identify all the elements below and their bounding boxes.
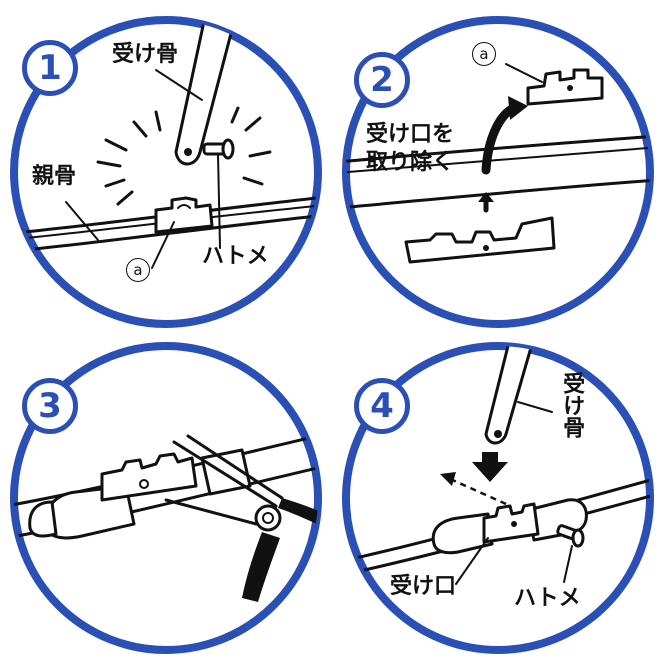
- step-4-ring: [342, 342, 654, 654]
- ukeguchi-part: [482, 502, 540, 544]
- pliers-jaw-bottom: [164, 498, 258, 526]
- hatome-label: ハトメ: [514, 586, 581, 611]
- step-1-illustration: [10, 16, 322, 328]
- step-2-panel: 2 受け口を 取り除く a: [338, 12, 658, 332]
- step-1-number-badge: 1: [22, 40, 78, 96]
- step-3-panel: 3: [6, 338, 326, 658]
- step-4-panel: 4 受け骨 受け口 ハトメ: [338, 338, 658, 658]
- ukeguchi-on-rib: [404, 216, 556, 264]
- small-up-arrow: [478, 192, 494, 202]
- pliers-handle: [242, 532, 280, 602]
- marker-a: a: [126, 258, 150, 282]
- oya-hone-label: 親骨: [32, 164, 77, 189]
- step-2-illustration: [342, 16, 654, 328]
- ukeguchi-label: 受け口: [390, 574, 457, 599]
- instruction-line-2: 取り除く: [366, 150, 455, 175]
- step-2-number-badge: 2: [354, 52, 410, 108]
- down-arrow: [472, 452, 508, 482]
- step-1-ring: [10, 16, 322, 328]
- uke-hone-label: 受け骨: [559, 372, 585, 438]
- step-4-illustration: [342, 342, 654, 654]
- instruction-line-1: 受け口を: [366, 122, 455, 147]
- oya-hone-rib-bottom: [14, 213, 318, 254]
- ukeguchi-part: [154, 196, 214, 234]
- step-4-number-badge: 4: [354, 378, 410, 434]
- pliers-jaw-top: [172, 440, 278, 508]
- uke-hone-stretcher: [484, 346, 534, 445]
- step-3-ring: [10, 342, 322, 654]
- uke-hone-stretcher: [174, 20, 236, 166]
- marker-a: a: [472, 42, 496, 66]
- oya-hone-rib-top: [346, 134, 650, 164]
- uke-hone-label: 受け骨: [112, 42, 179, 67]
- step-3-illustration: [10, 342, 322, 654]
- oya-hone-rib-bottom: [346, 178, 650, 210]
- step-1-panel: 1 受け骨 親骨 ハトメ a: [6, 12, 326, 332]
- removed-ukeguchi-part: [526, 68, 604, 106]
- hatome-label: ハトメ: [202, 244, 269, 269]
- ukeguchi-part: [100, 452, 198, 502]
- step-3-number-badge: 3: [22, 378, 78, 434]
